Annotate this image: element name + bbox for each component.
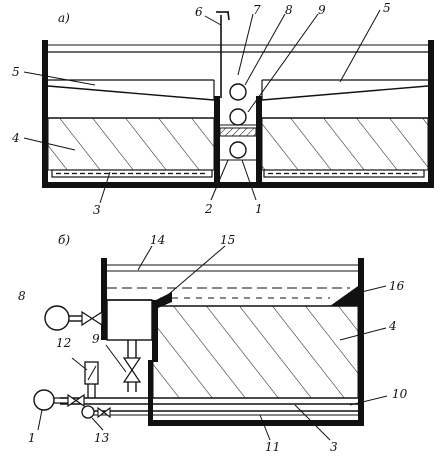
tank-b-walls bbox=[101, 258, 364, 426]
callout-a-4: 4 bbox=[11, 131, 20, 145]
gutter-right bbox=[261, 79, 429, 101]
callout-b-11: 11 bbox=[265, 440, 280, 454]
drainage-right bbox=[263, 169, 425, 178]
pipe-circle-upper bbox=[229, 83, 247, 101]
meter-13 bbox=[84, 361, 99, 398]
filter-bed-right bbox=[261, 117, 429, 171]
panel-label-a: а) bbox=[58, 11, 70, 25]
distribution-layers-b bbox=[60, 397, 358, 416]
diagram-a: а) bbox=[11, 1, 434, 217]
weir-16 bbox=[330, 286, 358, 306]
pump-1 bbox=[33, 389, 85, 411]
outlet-chamber bbox=[106, 299, 158, 362]
callout-b-9: 9 bbox=[92, 332, 100, 346]
callout-a-6: 6 bbox=[195, 5, 203, 19]
pipe-circle-lower bbox=[229, 141, 247, 159]
panel-label-b: б) bbox=[58, 233, 70, 247]
callout-a-3: 3 bbox=[93, 203, 101, 217]
callout-b-10: 10 bbox=[392, 387, 408, 401]
filter-bed-left bbox=[47, 117, 215, 171]
pipe-circle-middle bbox=[229, 108, 247, 126]
callout-a-1: 1 bbox=[255, 202, 263, 216]
gutter-left bbox=[47, 79, 215, 101]
central-channel bbox=[214, 96, 262, 182]
valve-rod bbox=[216, 11, 230, 98]
callout-b-13: 12 bbox=[56, 336, 71, 350]
tank-a-walls bbox=[42, 40, 434, 188]
callout-b-12: 13 bbox=[94, 431, 110, 445]
callout-a-5-right: 5 bbox=[383, 1, 391, 15]
diagram-b: б) bbox=[18, 233, 408, 454]
callout-a-2: 2 bbox=[204, 202, 213, 216]
callout-a-7: 7 bbox=[253, 3, 261, 17]
leader-lines-a bbox=[23, 9, 381, 204]
gutter-edge-15 bbox=[156, 292, 172, 308]
leader-lines-b bbox=[37, 245, 388, 441]
callout-b-15: 15 bbox=[220, 233, 235, 247]
filter-bed-b bbox=[152, 305, 359, 399]
callout-a-5-left: 5 bbox=[12, 65, 20, 79]
callout-b-3: 3 bbox=[330, 440, 338, 454]
drain-valve-9 bbox=[122, 340, 142, 392]
callout-b-4: 4 bbox=[388, 319, 397, 333]
callout-a-9: 9 bbox=[318, 3, 326, 17]
callout-a-8: 8 bbox=[285, 3, 293, 17]
callout-b-14: 14 bbox=[150, 233, 165, 247]
callout-b-1: 1 bbox=[28, 431, 36, 445]
drainage-left bbox=[51, 169, 213, 178]
callout-b-8: 8 bbox=[18, 289, 26, 303]
callout-b-16: 16 bbox=[389, 279, 405, 293]
compressor-12 bbox=[81, 405, 111, 419]
pump-8 bbox=[44, 305, 107, 331]
